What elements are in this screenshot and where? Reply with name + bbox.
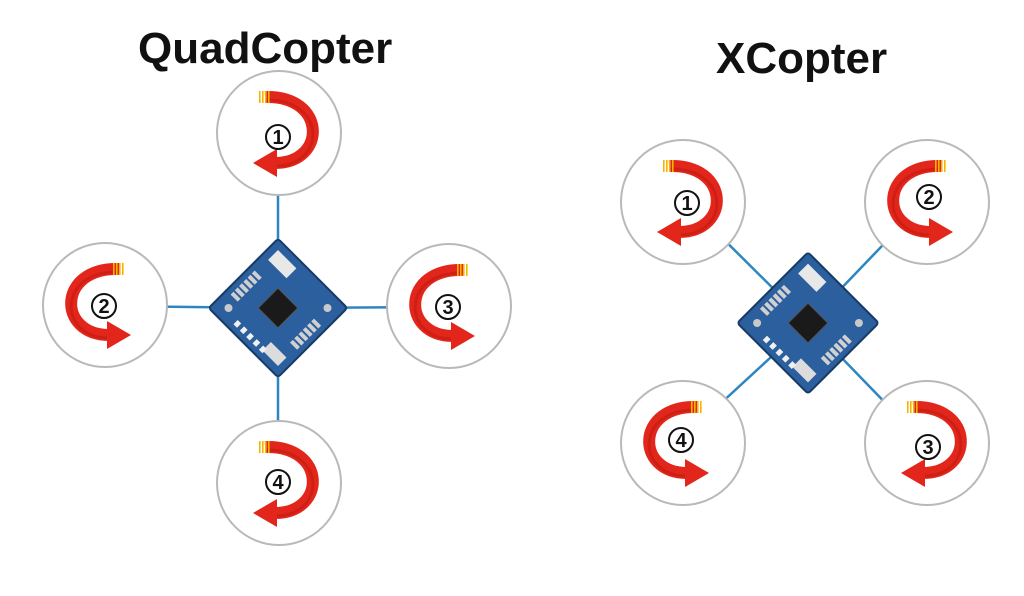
rotor-number: 4 bbox=[675, 430, 687, 452]
xcopter-diagram: 1 2 3 4 bbox=[620, 139, 990, 506]
rotor-number-badge: 4 bbox=[265, 469, 291, 495]
rotor-number: 2 bbox=[98, 296, 109, 318]
rotor-number-badge: 2 bbox=[916, 184, 942, 210]
clockwise-arrow-icon bbox=[409, 263, 475, 350]
counterclockwise-arrow-icon bbox=[253, 90, 319, 177]
rotor-number: 3 bbox=[442, 297, 453, 319]
rotor-number: 1 bbox=[681, 193, 692, 215]
counterclockwise-arrow-icon bbox=[901, 400, 967, 487]
rotor-3: 3 bbox=[864, 380, 990, 506]
rotor-4: 4 bbox=[216, 420, 342, 546]
rotor-number-badge: 3 bbox=[435, 294, 461, 320]
rotor-number-badge: 1 bbox=[265, 124, 291, 150]
rotor-2: 2 bbox=[864, 139, 990, 265]
clockwise-arrow-icon bbox=[887, 159, 953, 246]
rotor-1: 1 bbox=[216, 70, 342, 196]
rotor-4: 4 bbox=[620, 380, 746, 506]
rotor-number-badge: 4 bbox=[668, 427, 694, 453]
rotor-number: 1 bbox=[272, 127, 283, 149]
rotor-number-badge: 3 bbox=[915, 434, 941, 460]
rotor-number: 2 bbox=[923, 187, 934, 209]
counterclockwise-arrow-icon bbox=[253, 440, 319, 527]
rotor-1: 1 bbox=[620, 139, 746, 265]
rotor-number-badge: 1 bbox=[674, 190, 700, 216]
rotor-number: 4 bbox=[272, 472, 284, 494]
clockwise-arrow-icon bbox=[643, 400, 709, 487]
flight-controller-board bbox=[737, 252, 879, 394]
rotor-number-badge: 2 bbox=[91, 293, 117, 319]
counterclockwise-arrow-icon bbox=[657, 159, 723, 246]
clockwise-arrow-icon bbox=[65, 262, 131, 349]
xcopter-title: XCopter bbox=[716, 34, 888, 83]
rotor-3: 3 bbox=[386, 243, 512, 369]
rotor-2: 2 bbox=[42, 242, 168, 368]
flight-controller-board bbox=[208, 238, 348, 378]
rotor-number: 3 bbox=[922, 437, 933, 459]
quadcopter-diagram: 1 2 3 4 bbox=[42, 70, 512, 546]
quadcopter-title: QuadCopter bbox=[138, 24, 393, 73]
